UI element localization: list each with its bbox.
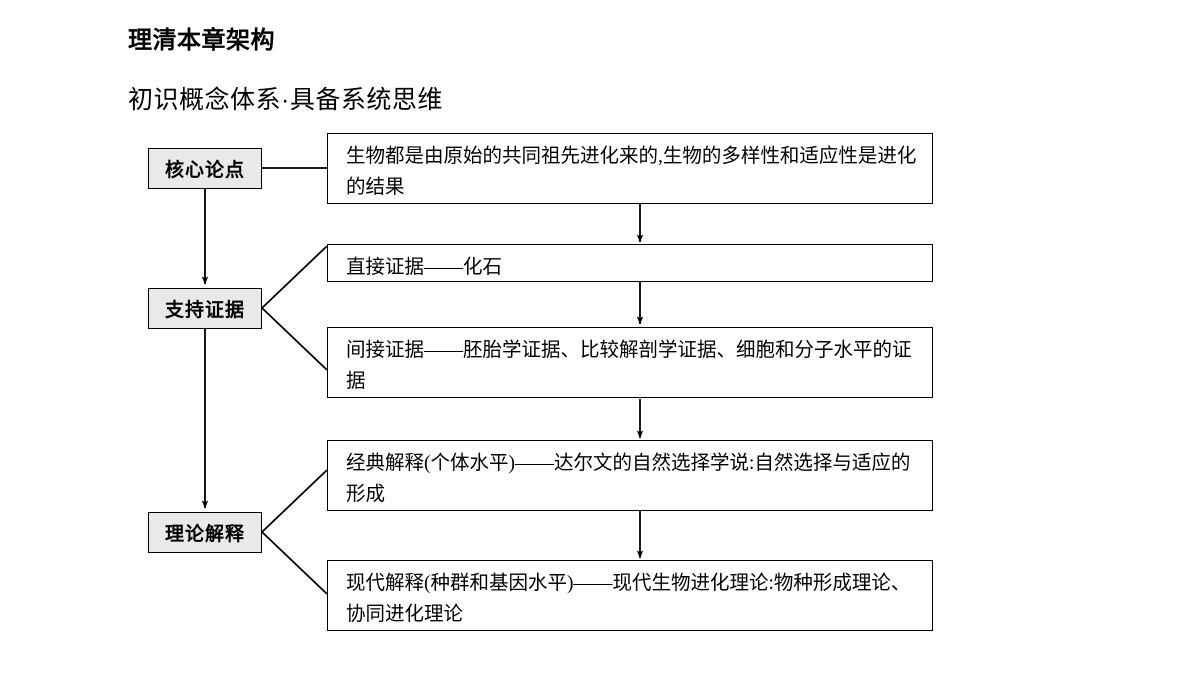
content-box-indirect-evidence[interactable]: 间接证据——胚胎学证据、比较解剖学证据、细胞和分子水平的证据	[327, 327, 933, 398]
stage-label-core-claim[interactable]: 核心论点	[148, 148, 262, 189]
connector-support-to-direct	[261, 245, 328, 309]
content-box-core-claim[interactable]: 生物都是由原始的共同祖先进化来的,生物的多样性和适应性是进化的结果	[327, 133, 933, 204]
connector-support-to-indirect	[261, 307, 328, 371]
content-box-direct-evidence[interactable]: 直接证据——化石	[327, 244, 933, 282]
stage-label-theory-explanation[interactable]: 理论解释	[148, 512, 262, 553]
connector-theory-to-classic	[261, 469, 328, 533]
content-box-modern-explanation[interactable]: 现代解释(种群和基因水平)——现代生物进化理论:物种形成理论、协同进化理论	[327, 560, 933, 631]
page-title: 理清本章架构	[128, 27, 275, 54]
connector-theory-to-modern	[261, 531, 328, 595]
page-subtitle: 初识概念体系·具备系统思维	[128, 86, 443, 114]
stage-label-supporting-evidence[interactable]: 支持证据	[148, 288, 262, 329]
content-box-classic-explanation[interactable]: 经典解释(个体水平)——达尔文的自然选择学说:自然选择与适应的形成	[327, 440, 933, 511]
